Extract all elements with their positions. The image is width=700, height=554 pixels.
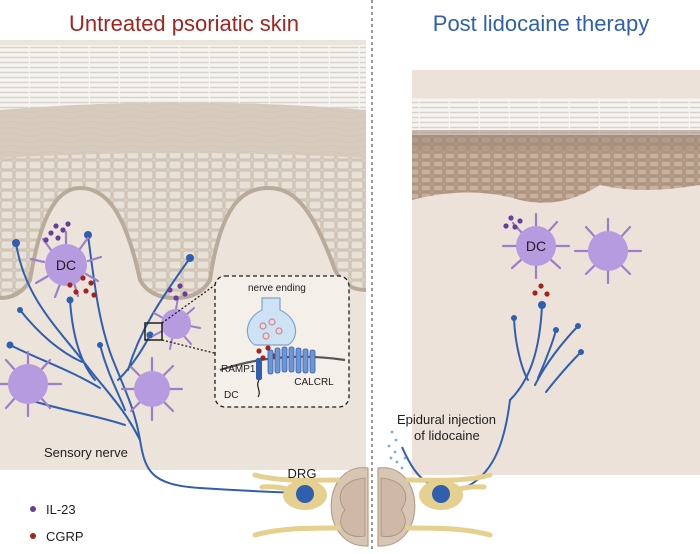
right-epidermis bbox=[412, 135, 700, 203]
left-nerve-endings bbox=[6, 231, 194, 349]
inset-ramp1-label: RAMP1 bbox=[221, 364, 256, 375]
left-cgrp-particles bbox=[67, 275, 97, 298]
inset-dc-label: DC bbox=[224, 390, 238, 401]
zoom-connector-top bbox=[161, 279, 223, 324]
left-dc-cell-near-inset bbox=[152, 297, 201, 350]
right-cgrp-particles bbox=[532, 283, 550, 297]
sensory-nerve-label: Sensory nerve bbox=[44, 445, 128, 460]
left-panel-title: Untreated psoriatic skin bbox=[69, 11, 299, 36]
epidural-label-line2: of lidocaine bbox=[414, 428, 480, 443]
legend-il23-dot bbox=[30, 506, 36, 512]
inset-nerve-terminal bbox=[246, 297, 297, 346]
right-skin-section bbox=[412, 70, 700, 475]
spinal-cord-left bbox=[330, 467, 369, 547]
legend-cgrp-label: CGRP bbox=[46, 529, 84, 544]
epidural-label-line1: Epidural injection bbox=[397, 412, 496, 427]
left-dc-cell-bottom bbox=[120, 356, 184, 422]
zoom-region-marker bbox=[144, 322, 163, 341]
synapse-inset: nerve ending RAMP1 CALCRL DC bbox=[214, 275, 350, 408]
legend: IL-23 CGRP bbox=[30, 502, 84, 544]
right-dc-cell-labeled: DC bbox=[501, 212, 571, 280]
inset-receptor-ramp1 bbox=[256, 358, 262, 398]
inset-calcrl-label: CALCRL bbox=[294, 377, 334, 388]
left-il23-particles bbox=[43, 221, 188, 301]
dc-label-left: DC bbox=[56, 257, 76, 273]
drg-label: DRG bbox=[288, 466, 317, 481]
right-il23-particles bbox=[503, 215, 523, 230]
inset-nerve-ending-label: nerve ending bbox=[248, 283, 306, 294]
drg-right-neuron bbox=[432, 485, 450, 503]
right-nerve-endings bbox=[511, 301, 584, 355]
legend-cgrp-dot bbox=[30, 533, 36, 539]
drg-left-neuron bbox=[296, 485, 314, 503]
right-epidermis-upper bbox=[412, 130, 700, 150]
legend-il23-label: IL-23 bbox=[46, 502, 76, 517]
left-dc-cell-main: DC bbox=[29, 230, 103, 299]
spinal-cord-right bbox=[377, 467, 416, 547]
dc-label-right: DC bbox=[526, 238, 546, 254]
left-epidermis-upper bbox=[0, 102, 366, 160]
left-dc-cell-lower bbox=[0, 350, 63, 418]
left-sensory-nerve-tree bbox=[9, 234, 301, 494]
inset-receptor-calcrl bbox=[267, 346, 316, 375]
inset-dc-membrane bbox=[219, 355, 346, 372]
inset-vesicles bbox=[259, 318, 283, 340]
right-panel-title: Post lidocaine therapy bbox=[433, 11, 649, 36]
right-dc-cell-unlabeled bbox=[573, 217, 643, 285]
